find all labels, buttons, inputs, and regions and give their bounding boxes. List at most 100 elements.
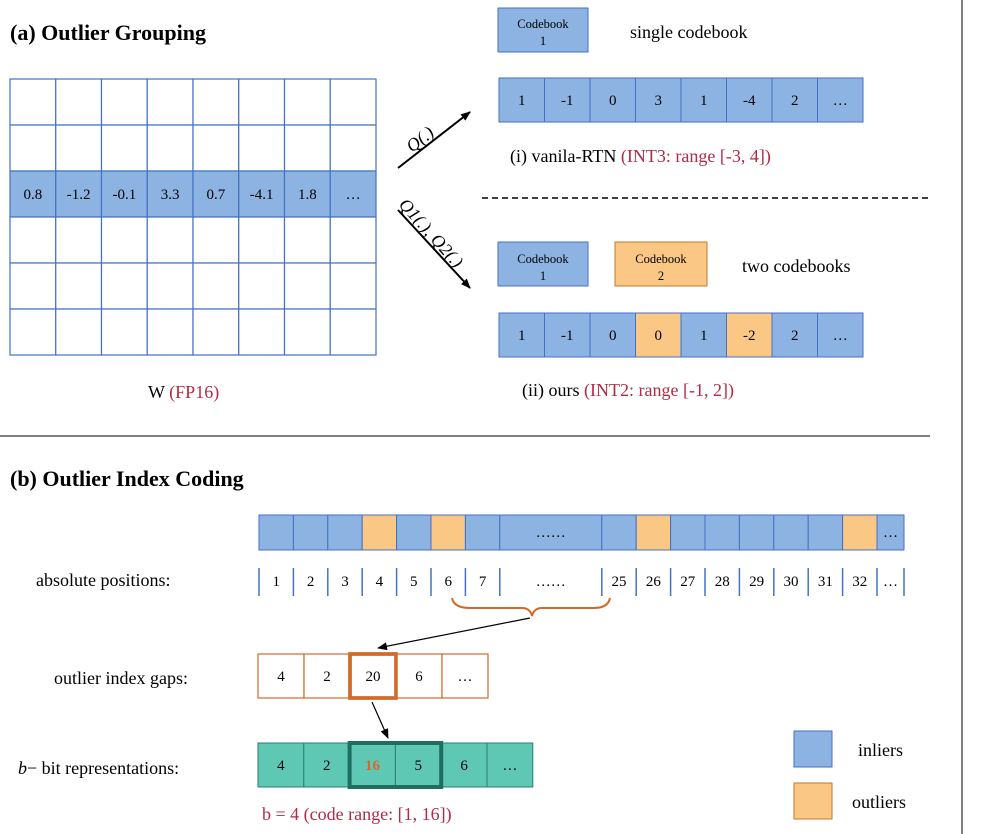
strip-outlier-cell xyxy=(635,514,672,551)
matrix-cell xyxy=(283,124,331,172)
matrix-name: W xyxy=(148,382,165,402)
bit-cell xyxy=(394,742,442,788)
matrix-type: (FP16) xyxy=(169,382,219,403)
matrix-value: … xyxy=(346,187,361,203)
matrix-label: W (FP16) xyxy=(148,382,219,403)
bits-highlight-border xyxy=(347,741,444,789)
matrix-cell xyxy=(329,262,377,310)
matrix-cell xyxy=(283,216,331,264)
strip-inlier-cell xyxy=(876,514,905,551)
ours-caption: (ii) ours (INT2: range [-1, 2]) xyxy=(522,380,734,401)
matrix-cell xyxy=(55,216,103,264)
matrix-value: 0.7 xyxy=(207,187,226,203)
row-value: 0 xyxy=(609,93,617,109)
inlier-cell xyxy=(498,312,545,358)
matrix-cell xyxy=(55,262,103,310)
position-value: 7 xyxy=(479,574,487,590)
strip-inlier-cell xyxy=(807,514,844,551)
matrix-cell xyxy=(146,216,194,264)
codebook-1 xyxy=(497,241,589,287)
bits-caption: b = 4 (code range: [1, 16]) xyxy=(262,804,452,825)
inlier-cell xyxy=(589,312,636,358)
bit-value: … xyxy=(502,758,517,774)
section-b-title: (b) Outlier Index Coding xyxy=(10,466,244,491)
matrix-cell xyxy=(238,262,286,310)
absolute-positions-label: absolute positions: xyxy=(36,570,171,590)
codebook-2-label: Codebook xyxy=(635,252,687,266)
matrix-cell xyxy=(9,308,57,356)
position-value: 29 xyxy=(749,574,764,590)
matrix-cell xyxy=(283,308,331,356)
strip-inlier-cell xyxy=(601,514,637,551)
matrix-cell xyxy=(192,216,240,264)
strip-inlier-cell xyxy=(396,514,432,551)
matrix-cell xyxy=(192,262,240,310)
matrix-cell xyxy=(238,308,286,356)
strip-inlier-cell xyxy=(738,514,775,551)
bit-cell xyxy=(486,742,534,788)
matrix-value: 0.8 xyxy=(24,187,43,203)
strip-inlier-cell xyxy=(773,514,809,551)
position-value: 32 xyxy=(852,574,867,590)
gap-brace xyxy=(451,597,611,617)
row-value: 2 xyxy=(791,328,799,344)
row-value: 2 xyxy=(791,93,799,109)
ours-method: (ii) ours xyxy=(522,380,580,401)
codebook-1-label: Codebook xyxy=(517,252,569,266)
strip-outlier-cell xyxy=(430,514,466,551)
row-value: … xyxy=(833,93,848,109)
position-value: 3 xyxy=(341,574,349,590)
matrix-cell xyxy=(55,124,103,172)
arrow-bottom-label: Q1(.), Q2(.) xyxy=(394,194,467,272)
row-value: 3 xyxy=(655,93,663,109)
gap-value: 20 xyxy=(366,669,381,685)
codebook-2 xyxy=(614,241,708,287)
matrix-cell xyxy=(55,308,103,356)
row-value: 0 xyxy=(655,328,663,344)
gap-cell xyxy=(257,653,305,699)
position-value: 31 xyxy=(818,574,833,590)
bit-value: 6 xyxy=(460,758,468,774)
inlier-cell xyxy=(817,77,864,123)
two-codebooks-caption: two codebooks xyxy=(742,256,850,276)
strip-inlier-cell xyxy=(704,514,740,551)
strip-ellipsis: … xyxy=(883,525,898,541)
bits-label: b− bit representations: xyxy=(18,758,179,778)
gap-value: 2 xyxy=(323,669,331,685)
inlier-cell xyxy=(771,77,818,123)
gap-value: 4 xyxy=(277,669,285,685)
strip-outlier-cell xyxy=(361,514,398,551)
matrix-cell xyxy=(100,308,148,356)
rtn-caption: (i) vanila-RTN (INT3: range [-3, 4]) xyxy=(510,146,771,167)
ours-detail: (INT2: range [-1, 2]) xyxy=(584,380,734,401)
gaps-label: outlier index gaps: xyxy=(54,668,188,688)
rtn-method: (i) vanila-RTN xyxy=(510,146,616,167)
matrix-cell xyxy=(55,78,103,126)
matrix-cell xyxy=(329,78,377,126)
row-value: 1 xyxy=(518,328,526,344)
matrix-cell xyxy=(329,124,377,172)
position-value: … xyxy=(883,574,898,590)
matrix-highlight-cell xyxy=(55,170,103,218)
matrix-cell xyxy=(192,124,240,172)
matrix-highlight-cell xyxy=(283,170,331,218)
inlier-cell xyxy=(680,77,727,123)
legend-outlier-label: outliers xyxy=(852,792,906,812)
matrix-highlight-cell xyxy=(100,170,148,218)
strip-outlier-cell xyxy=(842,514,878,551)
strip-inlier-cell xyxy=(670,514,706,551)
position-value: 25 xyxy=(612,574,627,590)
inlier-cell xyxy=(544,77,591,123)
position-value: 27 xyxy=(680,574,696,590)
matrix-cell xyxy=(9,262,57,310)
bit-cell xyxy=(303,742,351,788)
legend: inliers outliers xyxy=(793,730,906,820)
strip-inlier-cell xyxy=(292,514,329,551)
brace-arrow xyxy=(377,617,531,651)
matrix-cell xyxy=(100,124,148,172)
position-value: 26 xyxy=(646,574,662,590)
